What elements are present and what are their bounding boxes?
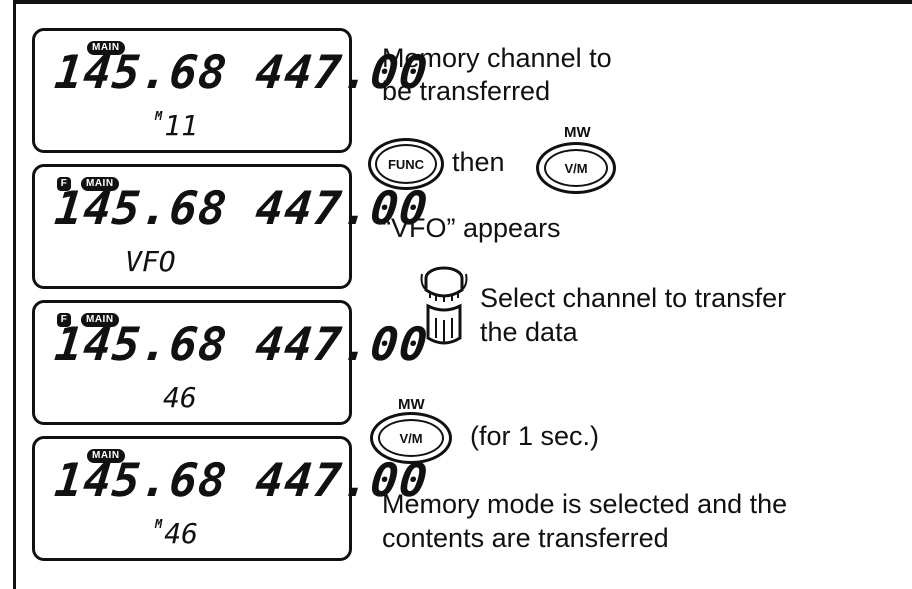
mw-label: MW — [398, 396, 425, 413]
vfo-appears-text: “VFO” appears — [382, 213, 561, 243]
frequency-readout: 145.68 447.00 — [52, 453, 431, 507]
memory-indicator: M — [155, 517, 163, 531]
func-key-icon: FUNC — [368, 138, 444, 190]
lcd-display-4: MAIN 145.68 447.00 M46 — [32, 436, 431, 561]
main-indicator: MAIN — [87, 449, 125, 463]
main-indicator: MAIN — [81, 313, 119, 327]
main-indicator: MAIN — [81, 177, 119, 191]
channel-readout: 11 — [164, 109, 198, 142]
step1-text-line2: be transferred — [382, 76, 551, 106]
main-indicator: MAIN — [87, 41, 125, 55]
step6-text-line1: Memory mode is selected and the — [382, 489, 788, 519]
lcd-display-1: MAIN 145.68 447.00 M11 — [32, 28, 431, 153]
channel-readout: VFO — [125, 245, 176, 278]
lcd-display-3: F MAIN 145.68 447.00 46 — [32, 300, 431, 425]
step1-text-line1: Memory channel to — [382, 43, 612, 73]
frame-left-border — [13, 0, 16, 589]
vm-key-icon: V/M — [536, 142, 616, 194]
memory-indicator: M — [155, 109, 163, 123]
hold-duration-text: (for 1 sec.) — [470, 421, 600, 451]
tuning-dial-icon — [420, 266, 468, 345]
step4-text-line1: Select channel to transfer — [480, 283, 787, 313]
frequency-readout: 145.68 447.00 — [52, 317, 431, 371]
frequency-readout: 145.68 447.00 — [52, 45, 431, 99]
then-label: then — [452, 147, 505, 177]
frame-top-border — [13, 0, 912, 4]
function-indicator: F — [57, 313, 71, 327]
channel-readout: 46 — [163, 381, 197, 414]
mw-label: MW — [564, 124, 591, 141]
lcd-display-2: F MAIN 145.68 447.00 VFO — [32, 164, 431, 289]
function-indicator: F — [57, 177, 71, 191]
frequency-readout: 145.68 447.00 — [52, 181, 431, 235]
step6-text-line2: contents are transferred — [382, 523, 669, 553]
channel-readout: 46 — [164, 517, 198, 550]
vm-key-icon: V/M — [370, 412, 452, 464]
step4-text-line2: the data — [480, 317, 578, 347]
